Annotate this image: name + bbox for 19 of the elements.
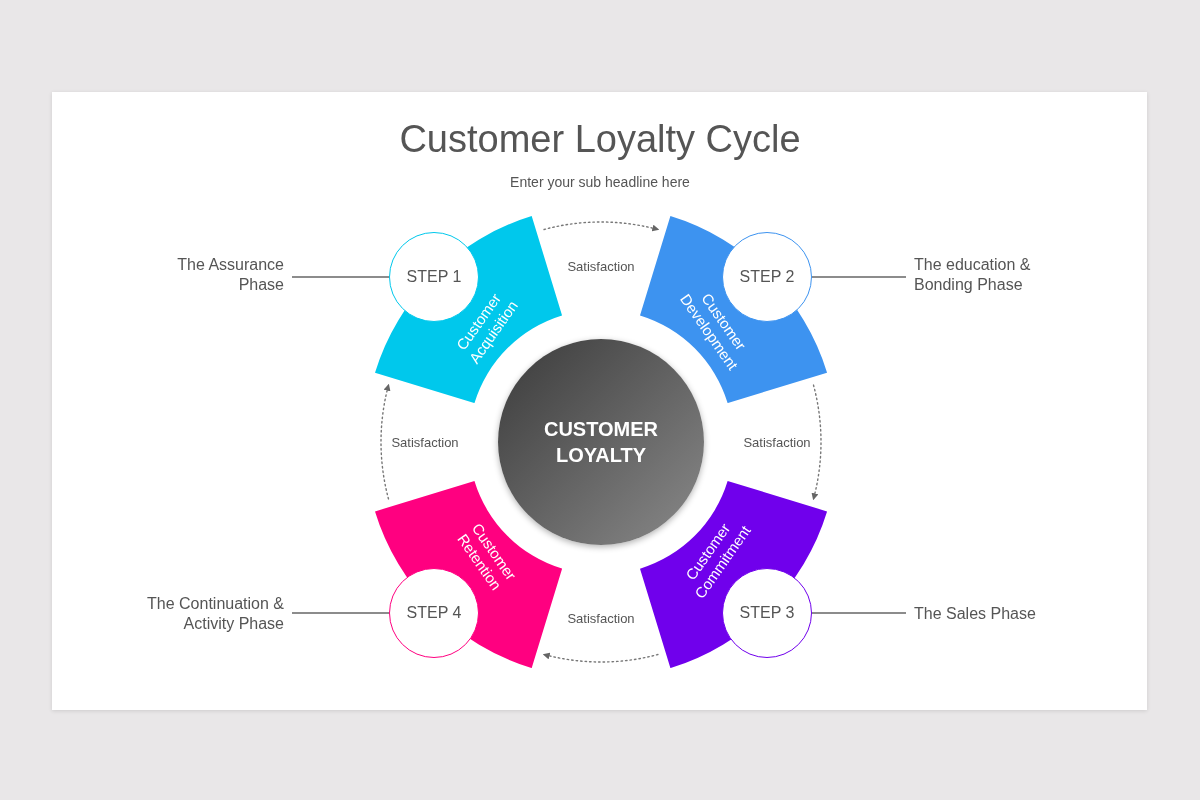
step-label: STEP 3 — [739, 604, 795, 622]
dotted-arrow — [543, 221, 660, 232]
center-label: CUSTOMER LOYALTY — [542, 417, 660, 468]
step-label: STEP 1 — [406, 268, 462, 286]
dotted-arrow — [811, 384, 822, 501]
step-label: STEP 4 — [406, 604, 462, 622]
leader-line — [291, 612, 390, 614]
leader-line — [811, 276, 907, 278]
subtitle: Enter your sub headline here — [509, 174, 691, 190]
leader-line — [811, 612, 907, 614]
phase-label: The Continuation & Activity Phase — [120, 594, 284, 634]
phase-label: The Assurance Phase — [150, 255, 284, 295]
phase-label: The education & Bonding Phase — [914, 255, 1054, 295]
phase-label: The Sales Phase — [914, 604, 1074, 624]
leader-line — [291, 276, 390, 278]
dotted-arrow — [542, 652, 659, 663]
step-label: STEP 2 — [739, 268, 795, 286]
title: Customer Loyalty Cycle — [398, 118, 802, 161]
dotted-arrow — [380, 383, 391, 500]
